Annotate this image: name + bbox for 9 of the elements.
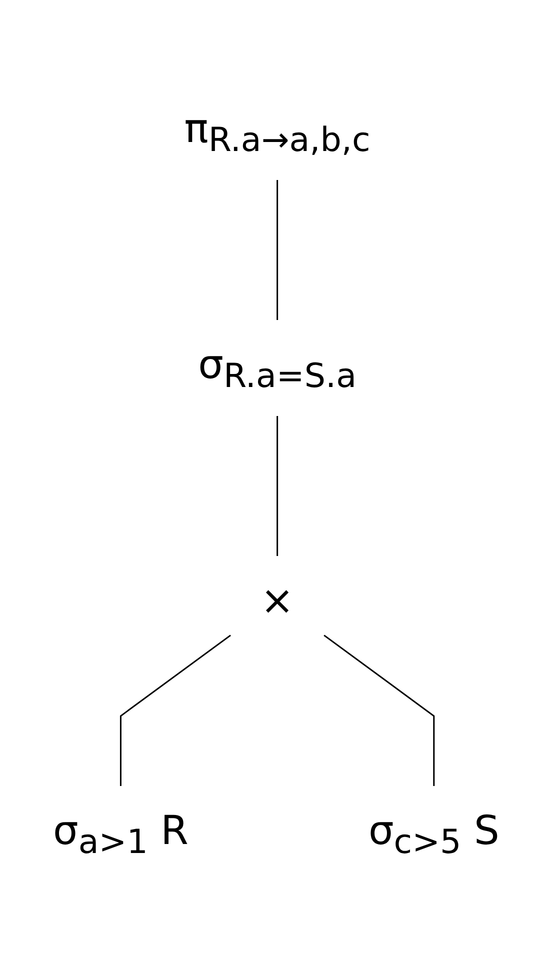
connector: [323, 634, 434, 786]
connector: [120, 634, 231, 786]
node-text: σ$_{R.a=S.a}$: [198, 342, 356, 395]
connector: [276, 416, 278, 556]
node-text: π$_{R.a→a,b,c}$: [184, 106, 370, 160]
node-text: σ$_{a>1}$ R: [52, 808, 188, 861]
node-text: σ$_{c>5}$ S: [368, 808, 500, 861]
node-text: ×: [260, 578, 294, 624]
connector: [276, 180, 278, 320]
